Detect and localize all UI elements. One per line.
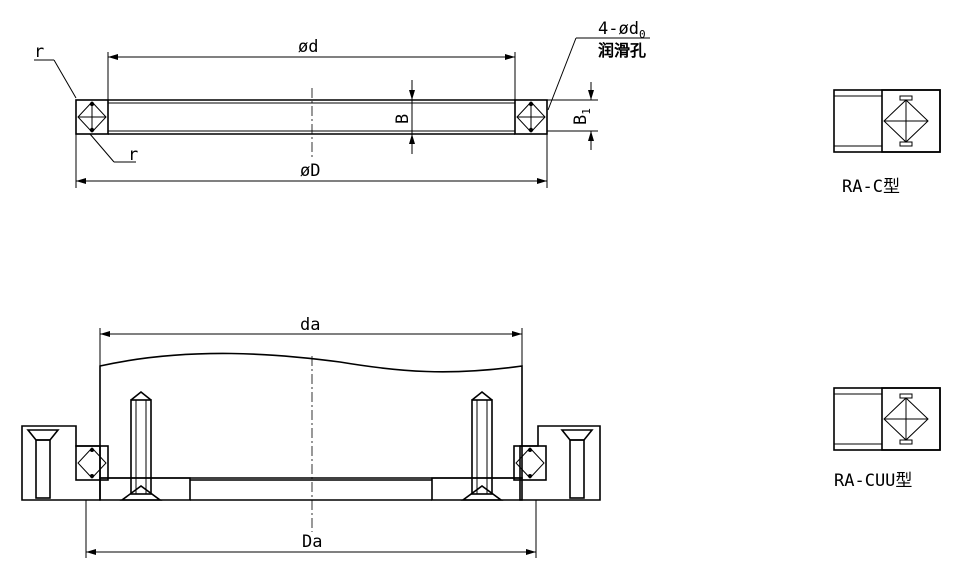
right-housing bbox=[519, 425, 601, 501]
right-ring-section bbox=[514, 99, 548, 135]
holes-label: 4-ød0 bbox=[598, 19, 646, 41]
racuu-type-diagram bbox=[833, 387, 941, 451]
shaft-body bbox=[99, 352, 523, 479]
radius-outer-label: r bbox=[34, 42, 44, 62]
outer-diameter-label: øD bbox=[300, 161, 320, 181]
da-label: da bbox=[300, 315, 320, 335]
lubrication-hole-label: 润滑孔 bbox=[598, 41, 646, 60]
left-bolt bbox=[119, 390, 163, 501]
right-bearing-section bbox=[513, 445, 547, 481]
rac-type-diagram bbox=[833, 89, 941, 153]
right-bolt bbox=[460, 390, 504, 501]
bottom-assembly-view: da Da bbox=[21, 315, 601, 558]
width-label: B bbox=[393, 114, 413, 124]
racuu-type-label: RA-CUU型 bbox=[834, 471, 912, 491]
radius-inner-label: r bbox=[128, 145, 138, 165]
rac-type-label: RA-C型 bbox=[842, 177, 900, 197]
Da-label: Da bbox=[302, 532, 322, 552]
width1-label: B1 bbox=[571, 108, 593, 125]
left-ring-section bbox=[75, 99, 109, 135]
top-bearing-view: ød øD B B1 r r 4-ød0 润滑孔 bbox=[34, 19, 650, 188]
left-housing-bolt bbox=[26, 429, 60, 499]
left-bearing-section bbox=[75, 445, 109, 481]
right-housing-bolt bbox=[560, 429, 594, 499]
bore-diameter-label: ød bbox=[298, 37, 318, 57]
